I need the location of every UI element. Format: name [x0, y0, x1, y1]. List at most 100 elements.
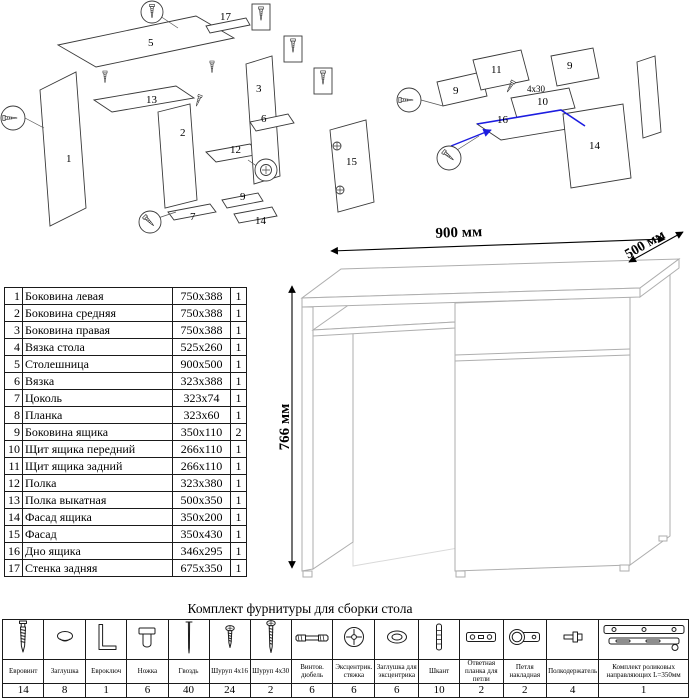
- part-name: Вязка: [22, 372, 173, 390]
- part-label: 9: [240, 191, 246, 203]
- part-size: 675x350: [172, 559, 231, 577]
- plug-cap-icon: [56, 631, 73, 642]
- hw-label: Евроключ: [84, 658, 128, 685]
- hw-qty: 2: [459, 683, 504, 699]
- fastener-callouts: [396, 79, 516, 171]
- hardware-labels-row: Евровинт Заглушка Евроключ Ножка Гвоздь …: [1, 658, 689, 685]
- part-number: 13: [4, 491, 23, 509]
- part-label: 1: [66, 153, 72, 165]
- part-label: 9: [453, 85, 459, 97]
- part-number: 8: [4, 406, 23, 424]
- part-qty: 1: [230, 321, 247, 339]
- drawer-gap: [454, 348, 631, 356]
- part-number: 14: [4, 508, 23, 526]
- hw-qty: 1: [598, 683, 689, 699]
- part-size: 266x110: [172, 457, 231, 475]
- hinge-marks: [332, 141, 345, 195]
- part-qty: 1: [230, 508, 247, 526]
- desk-part-labels: 5 17 1 13 2 12 3 6 7 9 14 15: [66, 11, 358, 227]
- hw-label: Заглушка: [43, 658, 86, 685]
- depth-dimension-label: 500 мм: [623, 227, 669, 262]
- part-number: 3: [4, 321, 23, 339]
- part-label: 14: [255, 215, 267, 227]
- drawer-slides-icon: [603, 625, 685, 651]
- part-number: 17: [4, 559, 23, 577]
- part-label: 6: [261, 113, 267, 125]
- part-size: 323x74: [172, 389, 231, 407]
- part-name: Полка: [22, 474, 173, 492]
- screw-4x30-icon: [265, 620, 276, 653]
- hardware-kit-title: Комплект фурнитуры для сборки стола: [187, 601, 413, 616]
- part-label: 16: [497, 114, 509, 126]
- hw-qty: 10: [418, 683, 461, 699]
- hw-label: Евровинт: [1, 658, 45, 685]
- part-label: 3: [256, 83, 262, 95]
- part-name: Столешница: [22, 355, 173, 373]
- hinge-plate-icon: [466, 632, 497, 642]
- part-qty: 1: [230, 389, 247, 407]
- part-label: 9: [567, 60, 573, 72]
- part-name: Фасад ящика: [22, 508, 173, 526]
- part-size: 346x295: [172, 542, 231, 560]
- part-label: 11: [491, 64, 502, 76]
- hw-label: Винтов. дюбель: [290, 658, 334, 685]
- foot: [658, 535, 668, 542]
- hinge-icon: [508, 629, 540, 645]
- screw-size-note: 4x30: [527, 84, 546, 94]
- part-name: Цоколь: [22, 389, 173, 407]
- part-number: 15: [4, 525, 23, 543]
- part-name: Щит ящика задний: [22, 457, 173, 475]
- part-label: 7: [190, 211, 196, 223]
- part-number: 10: [4, 440, 23, 458]
- part-number: 1: [4, 287, 23, 305]
- height-dimension-label: 766 мм: [279, 404, 293, 451]
- part-size: 350x200: [172, 508, 231, 526]
- part-name: Планка: [22, 406, 173, 424]
- shelf-support-icon: [563, 631, 583, 643]
- hw-qty: 24: [208, 683, 251, 699]
- part-qty: 1: [230, 372, 247, 390]
- desk-rendering: 900 мм 500 мм 766 мм: [279, 224, 684, 578]
- part-name: Боковина правая: [22, 321, 173, 339]
- part-qty: 1: [230, 559, 247, 577]
- part-number: 16: [4, 542, 23, 560]
- hw-label: Петля накладная: [502, 658, 548, 685]
- foot: [455, 570, 466, 578]
- hw-qty: 6: [332, 683, 376, 699]
- part-name: Фасад: [22, 525, 173, 543]
- leader-lines: [24, 15, 259, 219]
- part-name: Боковина левая: [22, 287, 173, 305]
- leader-lines: [420, 99, 480, 151]
- hex-key-icon: [98, 624, 117, 650]
- part-qty: 1: [230, 338, 247, 356]
- part-number: 2: [4, 304, 23, 322]
- part-label: 12: [230, 144, 241, 156]
- part-size: 350x110: [172, 423, 231, 441]
- hw-qty: 14: [1, 683, 45, 699]
- part-size: 323x388: [172, 372, 231, 390]
- part-number: 12: [4, 474, 23, 492]
- part-name: Боковина средняя: [22, 304, 173, 322]
- drawer-part-labels: 9 11 9 10 16 14 4x30: [453, 60, 601, 152]
- part-label: 10: [537, 96, 549, 108]
- hw-label: Шуруп 4x16: [208, 658, 251, 685]
- hw-qty: 6: [126, 683, 169, 699]
- part-number: 5: [4, 355, 23, 373]
- left-side-panel-edge: [301, 306, 314, 572]
- hw-label: Комплект роликовых направляющих L=350мм: [598, 658, 689, 685]
- part-size: 750x388: [172, 321, 231, 339]
- part-size: 323x380: [172, 474, 231, 492]
- wood-dowel-icon: [436, 623, 443, 651]
